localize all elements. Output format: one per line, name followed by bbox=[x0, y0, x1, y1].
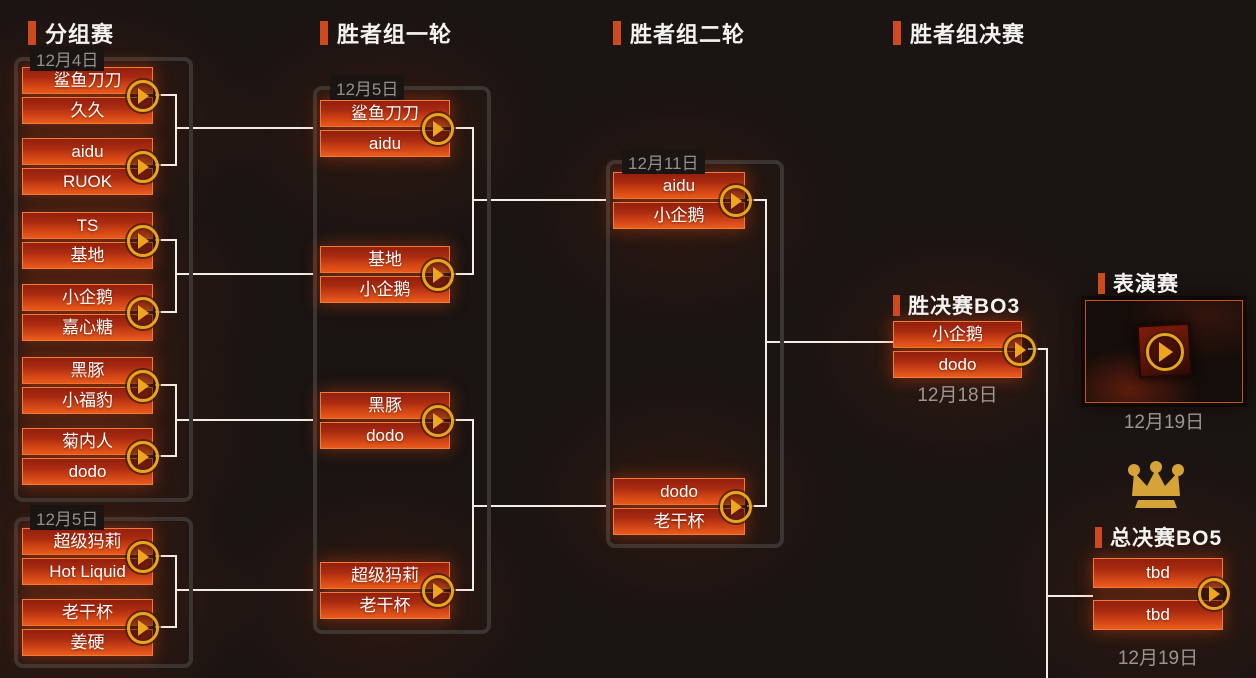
column-header-winners-final: 胜者组决赛 bbox=[893, 17, 1025, 49]
connector-line bbox=[155, 384, 176, 386]
connector-line bbox=[747, 505, 765, 507]
connector-line bbox=[472, 127, 474, 275]
connector-line bbox=[767, 341, 893, 343]
connector-line bbox=[155, 311, 176, 313]
play-icon[interactable] bbox=[422, 258, 454, 291]
connector-line bbox=[474, 505, 606, 507]
connector-line bbox=[765, 199, 767, 507]
winners-round1-container bbox=[313, 86, 491, 634]
connector-line bbox=[1046, 595, 1093, 597]
crown-icon bbox=[1128, 461, 1184, 508]
play-icon[interactable] bbox=[127, 611, 159, 644]
connector-line bbox=[452, 589, 472, 591]
connector-line bbox=[155, 555, 176, 557]
connector-line bbox=[175, 94, 177, 166]
column-header-winners-round2: 胜者组二轮 bbox=[613, 17, 745, 49]
play-icon[interactable] bbox=[1198, 578, 1230, 610]
play-icon[interactable] bbox=[127, 369, 159, 402]
connector-line bbox=[472, 419, 474, 591]
team-box: 小企鹅 bbox=[320, 276, 450, 303]
play-icon[interactable] bbox=[127, 440, 159, 473]
header-accent-bar bbox=[1095, 526, 1102, 548]
connector-line bbox=[747, 199, 765, 201]
play-icon[interactable] bbox=[1146, 333, 1184, 371]
team-box: aidu bbox=[22, 138, 153, 165]
team-box: RUOK bbox=[22, 168, 153, 195]
header-label: 胜者组二轮 bbox=[630, 22, 746, 47]
play-icon[interactable] bbox=[127, 150, 159, 183]
connector-line bbox=[452, 273, 472, 275]
play-icon[interactable] bbox=[127, 296, 159, 329]
header-label: 表演赛 bbox=[1113, 273, 1179, 296]
connector-line bbox=[176, 419, 313, 421]
play-icon[interactable] bbox=[1004, 333, 1036, 366]
header-exhibition: 表演赛 bbox=[1098, 268, 1179, 298]
column-header-group-stage: 分组赛 bbox=[28, 17, 114, 49]
header-accent-bar bbox=[28, 21, 36, 45]
header-accent-bar bbox=[613, 21, 621, 45]
connector-line bbox=[155, 239, 176, 241]
connector-line bbox=[155, 164, 176, 166]
connector-line bbox=[1028, 348, 1046, 350]
play-icon[interactable] bbox=[422, 112, 454, 145]
connector-line bbox=[155, 455, 176, 457]
header-accent-bar bbox=[893, 21, 901, 45]
date-label: 12月19日 bbox=[1123, 412, 1205, 433]
team-box: 嘉心糖 bbox=[22, 314, 153, 341]
team-box: dodo bbox=[893, 351, 1022, 378]
connector-line bbox=[452, 127, 472, 129]
header-label: 总决赛BO5 bbox=[1110, 527, 1223, 550]
header-accent-bar bbox=[1098, 272, 1105, 294]
header-label: 胜决赛BO3 bbox=[908, 295, 1021, 318]
connector-line bbox=[175, 555, 177, 628]
date-label: 12月18日 bbox=[917, 385, 998, 406]
header-label: 胜者组决赛 bbox=[910, 22, 1026, 47]
header-label: 分组赛 bbox=[45, 22, 115, 47]
header-winners-final-bo3: 胜决赛BO3 bbox=[893, 290, 1020, 320]
connector-line bbox=[176, 589, 313, 591]
team-box: 鲨鱼刀刀 bbox=[320, 100, 450, 127]
header-grand-final-bo5: 总决赛BO5 bbox=[1095, 522, 1222, 552]
connector-line bbox=[1046, 348, 1048, 678]
date-label: 12月5日 bbox=[30, 505, 105, 530]
play-icon[interactable] bbox=[720, 490, 752, 523]
connector-line bbox=[176, 127, 313, 129]
date-label: 12月4日 bbox=[30, 46, 105, 71]
header-label: 胜者组一轮 bbox=[337, 22, 453, 47]
play-icon[interactable] bbox=[422, 574, 454, 607]
connector-line bbox=[176, 273, 313, 275]
play-icon[interactable] bbox=[127, 540, 159, 573]
connector-line bbox=[452, 419, 472, 421]
team-box: tbd bbox=[1093, 600, 1223, 630]
column-header-winners-round1: 胜者组一轮 bbox=[320, 17, 452, 49]
date-label: 12月5日 bbox=[330, 75, 405, 100]
team-box: 久久 bbox=[22, 97, 153, 124]
header-accent-bar bbox=[893, 294, 900, 316]
play-icon[interactable] bbox=[720, 184, 752, 217]
play-icon[interactable] bbox=[127, 224, 159, 257]
connector-line bbox=[155, 94, 176, 96]
date-label: 12月19日 bbox=[1117, 648, 1199, 669]
exhibition-video-thumbnail[interactable] bbox=[1085, 300, 1243, 403]
connector-line bbox=[175, 239, 177, 313]
header-accent-bar bbox=[320, 21, 328, 45]
team-box: 老干杯 bbox=[320, 592, 450, 619]
team-box: 老干杯 bbox=[22, 599, 153, 626]
date-label: 12月11日 bbox=[622, 149, 705, 174]
connector-line bbox=[474, 199, 606, 201]
team-box: 小企鹅 bbox=[893, 321, 1022, 348]
play-icon[interactable] bbox=[422, 404, 454, 437]
team-box: 小企鹅 bbox=[613, 202, 745, 229]
connector-line bbox=[155, 626, 176, 628]
play-icon[interactable] bbox=[127, 79, 159, 112]
